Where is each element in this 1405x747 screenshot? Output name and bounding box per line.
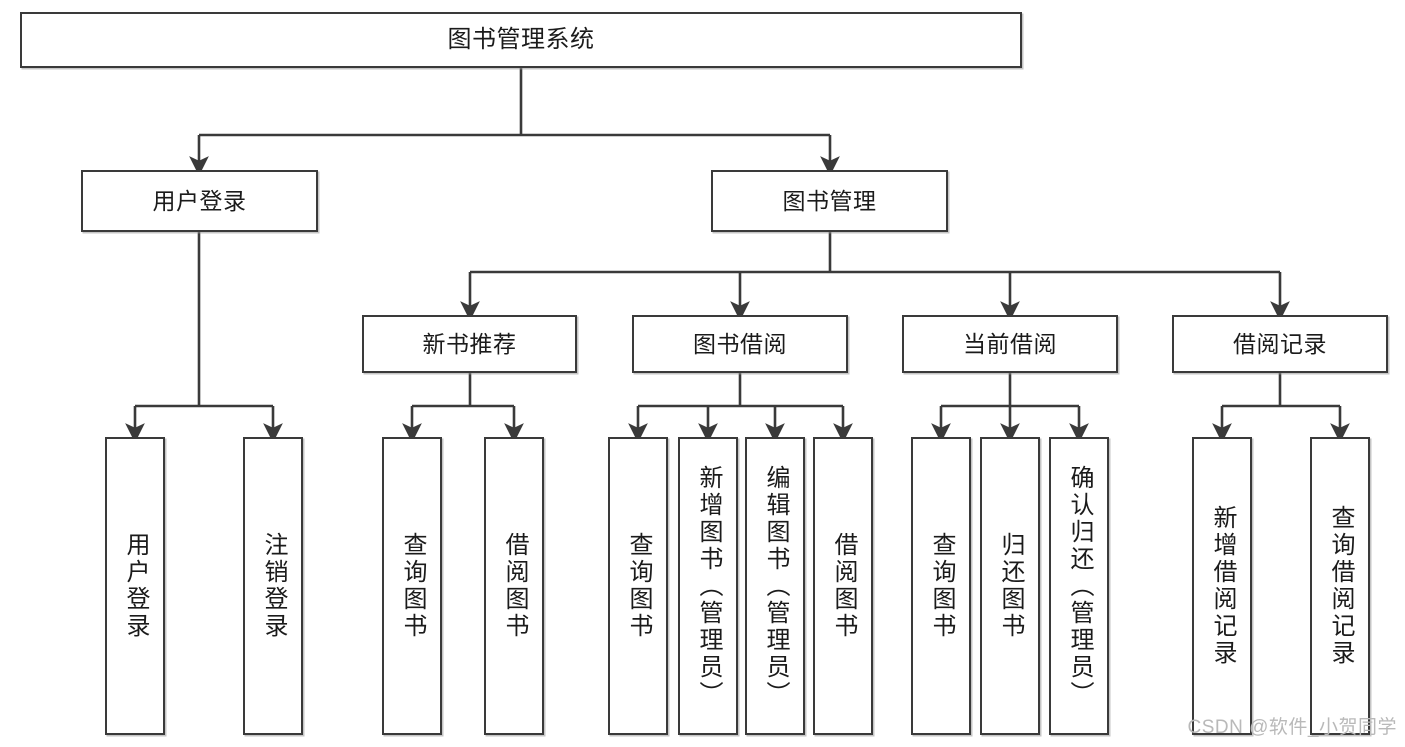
- node-user-login[interactable]: 用户登录: [81, 170, 318, 232]
- csdn-watermark: CSDN @软件_小贺同学: [1187, 717, 1397, 738]
- node-label: 查询图书: [928, 532, 955, 640]
- node-label: 当前借阅: [963, 330, 1057, 357]
- node-label: 新增图书（管理员）: [695, 464, 722, 708]
- node-label: 确认归还（管理员）: [1066, 464, 1093, 708]
- node-label: 注销登录: [260, 532, 287, 640]
- leaf-recommend-borrow-book[interactable]: 借阅图书: [484, 437, 544, 735]
- node-root-system[interactable]: 图书管理系统: [20, 12, 1022, 68]
- node-label: 归还图书: [997, 532, 1024, 640]
- leaf-current-return-book[interactable]: 归还图书: [980, 437, 1040, 735]
- node-label: 新书推荐: [422, 330, 517, 357]
- leaf-current-query-book[interactable]: 查询图书: [911, 437, 971, 735]
- node-book-borrow[interactable]: 图书借阅: [632, 315, 848, 373]
- node-borrow-record[interactable]: 借阅记录: [1172, 315, 1388, 373]
- node-label: 借阅记录: [1233, 330, 1327, 357]
- node-label: 图书管理系统: [447, 26, 595, 54]
- node-label: 借阅图书: [830, 532, 857, 640]
- node-current-borrow[interactable]: 当前借阅: [902, 315, 1118, 373]
- node-label: 新增借阅记录: [1209, 505, 1236, 667]
- leaf-recommend-query-book[interactable]: 查询图书: [382, 437, 442, 735]
- node-label: 借阅图书: [501, 532, 528, 640]
- node-label: 查询图书: [625, 532, 652, 640]
- node-label: 图书管理: [782, 187, 877, 214]
- leaf-record-query-record[interactable]: 查询借阅记录: [1310, 437, 1370, 735]
- leaf-borrow-query-book[interactable]: 查询图书: [608, 437, 668, 735]
- leaf-current-confirm-return-admin[interactable]: 确认归还（管理员）: [1049, 437, 1109, 735]
- leaf-user-login-login[interactable]: 用户登录: [105, 437, 165, 735]
- leaf-user-login-logout[interactable]: 注销登录: [243, 437, 303, 735]
- node-label: 用户登录: [152, 187, 247, 214]
- leaf-borrow-borrow-book[interactable]: 借阅图书: [813, 437, 873, 735]
- node-label: 用户登录: [122, 532, 149, 640]
- node-label: 图书借阅: [693, 330, 787, 357]
- node-new-book-recommend[interactable]: 新书推荐: [362, 315, 577, 373]
- node-book-management[interactable]: 图书管理: [711, 170, 948, 232]
- leaf-borrow-edit-book-admin[interactable]: 编辑图书（管理员）: [745, 437, 805, 735]
- node-label: 编辑图书（管理员）: [762, 464, 789, 708]
- node-label: 查询借阅记录: [1327, 505, 1354, 667]
- node-label: 查询图书: [399, 532, 426, 640]
- leaf-record-add-record[interactable]: 新增借阅记录: [1192, 437, 1252, 735]
- leaf-borrow-add-book-admin[interactable]: 新增图书（管理员）: [678, 437, 738, 735]
